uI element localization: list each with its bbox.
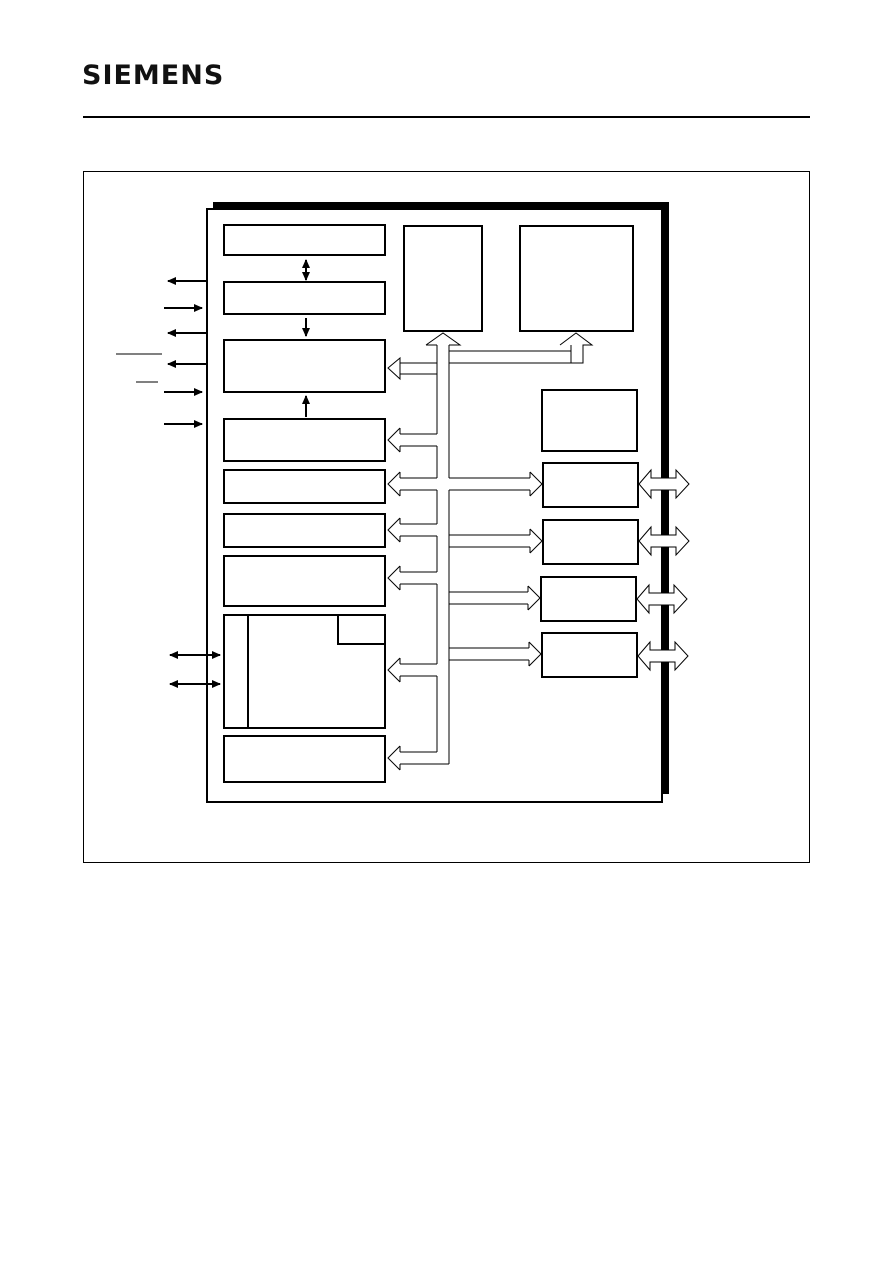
block-l6: [223, 513, 386, 548]
block-l3: [223, 339, 386, 393]
block-top-right: [519, 225, 634, 332]
internal-bus: [387, 332, 594, 771]
chip-shadow: [213, 202, 669, 209]
header-rule: [83, 116, 810, 118]
port-block-2: [542, 519, 639, 565]
port-arrow-2: [638, 525, 690, 557]
left-signals: [164, 277, 221, 688]
block-l9: [223, 735, 386, 783]
block-l7: [223, 555, 386, 607]
block-l5: [223, 469, 386, 504]
port-arrow-3: [636, 583, 688, 615]
block-top-mid: [403, 225, 483, 332]
block-l8-corner: [337, 614, 386, 645]
port-arrow-4: [637, 640, 689, 672]
port-block-3: [540, 576, 637, 622]
port-block-1: [542, 462, 639, 508]
figure-frame: [83, 171, 810, 863]
block-l4: [223, 418, 386, 462]
port-arrow-1: [638, 468, 690, 500]
port-io-arrows: [636, 468, 690, 672]
port-block-4: [541, 632, 638, 678]
siemens-logo: SIEMENS: [82, 60, 225, 91]
block-l2: [223, 281, 386, 315]
block-l1: [223, 224, 386, 256]
chip-shadow-right: [662, 202, 669, 794]
block-right-small: [541, 389, 638, 452]
